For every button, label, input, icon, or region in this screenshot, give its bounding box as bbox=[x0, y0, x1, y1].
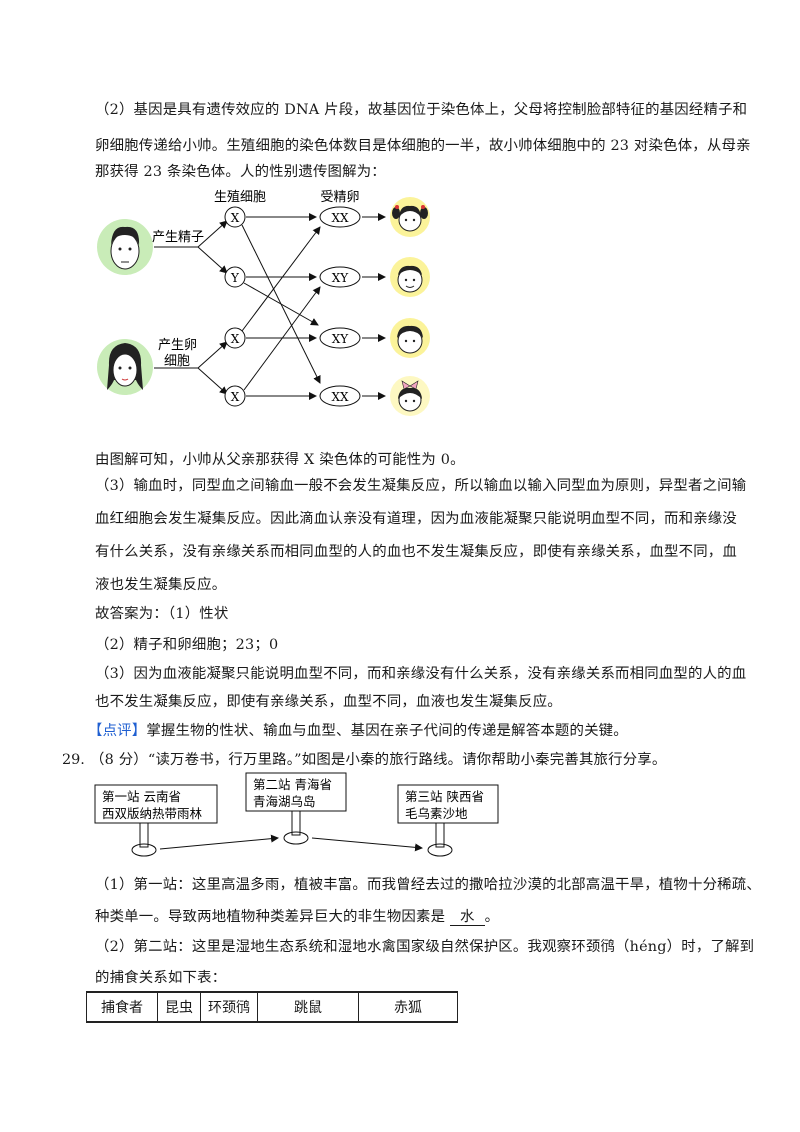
sperm-y: Y bbox=[224, 266, 246, 288]
answer-intro: 故答案为：（1）性状 bbox=[95, 606, 229, 622]
question-29-text: （8 分）“读万卷书，行万里路。”如图是小秦的旅行路线。请你帮助小秦完善其旅行分… bbox=[90, 752, 667, 768]
mother-face-icon bbox=[97, 339, 153, 395]
egg-x-2: X bbox=[224, 385, 246, 407]
svg-text:第一站 云南省: 第一站 云南省 bbox=[102, 789, 181, 804]
diagram-conclusion: 由图解可知，小帅从父亲那获得 X 染色体的可能性为 0。 bbox=[95, 452, 465, 468]
answer-3-line-1: （3）因为血液能凝聚只能说明血型不同，而和亲缘没有什么关系，没有亲缘关系而相同血… bbox=[95, 666, 747, 682]
table-cell: 昆虫 bbox=[157, 991, 201, 1023]
svg-text:青海湖乌岛: 青海湖乌岛 bbox=[253, 794, 316, 809]
section3-line-4: 液也发生凝集反应。 bbox=[95, 577, 227, 593]
sperm-x: X bbox=[224, 206, 246, 228]
boy-face-icon bbox=[390, 257, 430, 297]
zygote-xy-2: XY bbox=[319, 327, 361, 349]
table-cell: 捕食者 bbox=[86, 991, 158, 1023]
girl-face-icon bbox=[390, 197, 430, 237]
part2-line-1: （2）第二站：这里是湿地生态系统和湿地水禽国家级自然保护区。我观察环颈鸻（hén… bbox=[95, 939, 755, 955]
station-2-sign: 第二站 青海省 青海湖乌岛 bbox=[245, 772, 347, 845]
zygote-xy-1: XY bbox=[319, 266, 361, 288]
section3-line-3: 有什么关系，没有亲缘关系而相同血型的人的血也不发生凝集反应，即使有亲缘关系，血型… bbox=[95, 544, 737, 560]
svg-text:X: X bbox=[231, 332, 240, 346]
svg-text:X: X bbox=[231, 211, 240, 225]
svg-text:XX: XX bbox=[331, 211, 349, 225]
table-cell: 跳鼠 bbox=[257, 991, 359, 1023]
section2-line-1: （2）基因是具有遗传效应的 DNA 片段，故基因位于染色体上，父母将控制脸部特征… bbox=[95, 102, 748, 118]
answer-2: （2）精子和卵细胞；23；0 bbox=[95, 637, 279, 653]
zygotes-header: 受精卵 bbox=[320, 190, 359, 205]
girl-face-icon bbox=[390, 376, 430, 416]
table-cell: 赤狐 bbox=[358, 991, 458, 1023]
egg-x-1: X bbox=[224, 327, 246, 349]
part1-line-2: 种类单一。导致两地植物种类差异巨大的非生物因素是 水。 bbox=[95, 909, 500, 926]
station-1-sign: 第一站 云南省 西双版纳热带雨林 bbox=[94, 784, 218, 857]
svg-text:Y: Y bbox=[230, 271, 240, 285]
part1-line-1: （1）第一站：这里高温多雨，植被丰富。而我曾经去过的撒哈拉沙漠的北部高温干旱，植… bbox=[95, 877, 761, 893]
svg-text:X: X bbox=[231, 390, 240, 404]
svg-text:第二站 青海省: 第二站 青海省 bbox=[253, 777, 332, 792]
mother-label-line2: 细胞 bbox=[164, 354, 190, 369]
zygote-xx-1: XX bbox=[319, 206, 361, 228]
comment-text: 掌握生物的性状、输血与血型、基因在亲子代间的传递是解答本题的关键。 bbox=[146, 723, 628, 739]
answer-3-line-2: 也不发生凝集反应，即使有亲缘关系，血型不同，血液也发生凝集反应。 bbox=[95, 694, 562, 710]
section2-line-2: 卵细胞传递给小帅。生殖细胞的染色体数目是体细胞的一半，故小帅体细胞中的 23 对… bbox=[95, 138, 751, 154]
father-label: 产生精子 bbox=[152, 230, 204, 245]
comment-label: 【点评】 bbox=[88, 723, 147, 739]
answer-water: 水 bbox=[449, 909, 485, 926]
section2-line-3: 那获得 23 条染色体。人的性别遗传图解为： bbox=[95, 164, 386, 180]
travel-route-diagram: 第一站 云南省 西双版纳热带雨林 第二站 青海省 青海湖乌岛 第三站 陕西省 毛… bbox=[94, 772, 499, 857]
mother-label-line1: 产生卵 bbox=[158, 338, 197, 353]
svg-text:毛乌素沙地: 毛乌素沙地 bbox=[405, 806, 468, 821]
svg-text:XY: XY bbox=[332, 271, 350, 285]
part2-line-2: 的捕食关系如下表： bbox=[95, 970, 227, 986]
comment: 【点评】掌握生物的性状、输血与血型、基因在亲子代间的传递是解答本题的关键。 bbox=[88, 721, 628, 741]
boy-face-icon bbox=[390, 318, 430, 358]
father-face-icon bbox=[97, 219, 153, 275]
sex-inheritance-diagram: 生殖细胞 受精卵 产生精子 产生卵 细胞 X Y X X bbox=[97, 189, 430, 416]
predation-table: 捕食者 昆虫 环颈鸻 跳鼠 赤狐 bbox=[86, 991, 458, 1023]
section3-line-2: 血红细胞会发生凝集反应。因此滴血认亲没有道理，因为血液能凝聚只能说明血型不同，而… bbox=[95, 511, 737, 527]
svg-text:西双版纳热带雨林: 西双版纳热带雨林 bbox=[102, 806, 203, 821]
section3-line-1: （3）输血时，同型血之间输血一般不会发生凝集反应，所以输血以输入同型血为原则，异… bbox=[95, 478, 747, 494]
table-row: 捕食者 昆虫 环颈鸻 跳鼠 赤狐 bbox=[86, 991, 458, 1023]
table-cell: 环颈鸻 bbox=[200, 991, 258, 1023]
svg-text:第三站 陕西省: 第三站 陕西省 bbox=[405, 789, 484, 804]
gametes-header: 生殖细胞 bbox=[214, 189, 266, 205]
svg-text:XY: XY bbox=[332, 332, 350, 346]
question-number: 29. bbox=[62, 752, 85, 768]
station-3-sign: 第三站 陕西省 毛乌素沙地 bbox=[397, 784, 499, 857]
svg-text:XX: XX bbox=[331, 390, 349, 404]
zygote-xx-2: XX bbox=[319, 385, 361, 407]
